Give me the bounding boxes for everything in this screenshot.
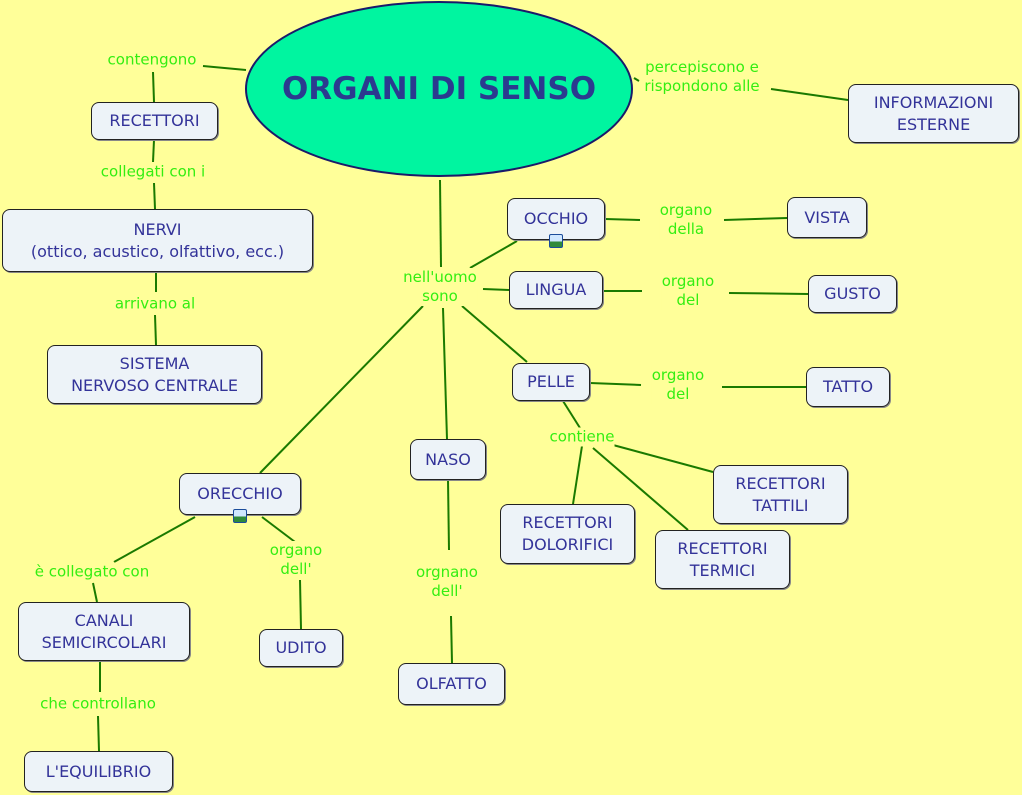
link-label: organo del — [651, 366, 705, 404]
link-label: organo dell' — [269, 541, 323, 579]
node-canali-semicircolari[interactable]: CANALI SEMICIRCOLARI — [18, 602, 190, 661]
link-label: collegati con i — [100, 162, 206, 182]
link-label: organo del — [661, 272, 715, 310]
image-attachment-icon[interactable] — [549, 234, 563, 248]
node-recettori-dolorifici[interactable]: RECETTORI DOLORIFICI — [500, 504, 635, 564]
node-recettori-termici[interactable]: RECETTORI TERMICI — [655, 530, 790, 589]
link-label: contiene — [549, 427, 615, 447]
link-label: organo della — [659, 201, 713, 239]
node-lingua[interactable]: LINGUA — [509, 271, 603, 309]
link-label: nell'uomo sono — [403, 268, 477, 306]
central-concept-ellipse — [245, 1, 633, 177]
node-olfatto[interactable]: OLFATTO — [398, 663, 505, 705]
node-recettori[interactable]: RECETTORI — [91, 102, 218, 140]
link-label: arrivano al — [114, 294, 196, 314]
node-vista[interactable]: VISTA — [787, 197, 867, 238]
link-label: contengono — [107, 50, 197, 70]
node-gusto[interactable]: GUSTO — [808, 275, 897, 313]
node-sistema-nervoso[interactable]: SISTEMA NERVOSO CENTRALE — [47, 345, 262, 404]
link-label: orgnano dell' — [416, 563, 478, 601]
node-nervi[interactable]: NERVI (ottico, acustico, olfattivo, ecc.… — [2, 209, 313, 272]
link-label: è collegato con — [34, 562, 150, 582]
node-recettori-tattili[interactable]: RECETTORI TATTILI — [713, 465, 848, 524]
node-naso[interactable]: NASO — [410, 439, 486, 480]
node-udito[interactable]: UDITO — [259, 629, 343, 667]
node-informazioni-esterne[interactable]: INFORMAZIONI ESTERNE — [848, 84, 1019, 143]
image-attachment-icon[interactable] — [233, 509, 247, 523]
link-label: percepiscono e rispondono alle — [644, 58, 760, 96]
central-concept-title[interactable]: ORGANI DI SENSO — [281, 71, 597, 107]
node-equilibrio[interactable]: L'EQUILIBRIO — [24, 751, 173, 792]
node-tatto[interactable]: TATTO — [806, 367, 890, 407]
link-label: che controllano — [40, 694, 156, 714]
node-pelle[interactable]: PELLE — [512, 363, 590, 401]
